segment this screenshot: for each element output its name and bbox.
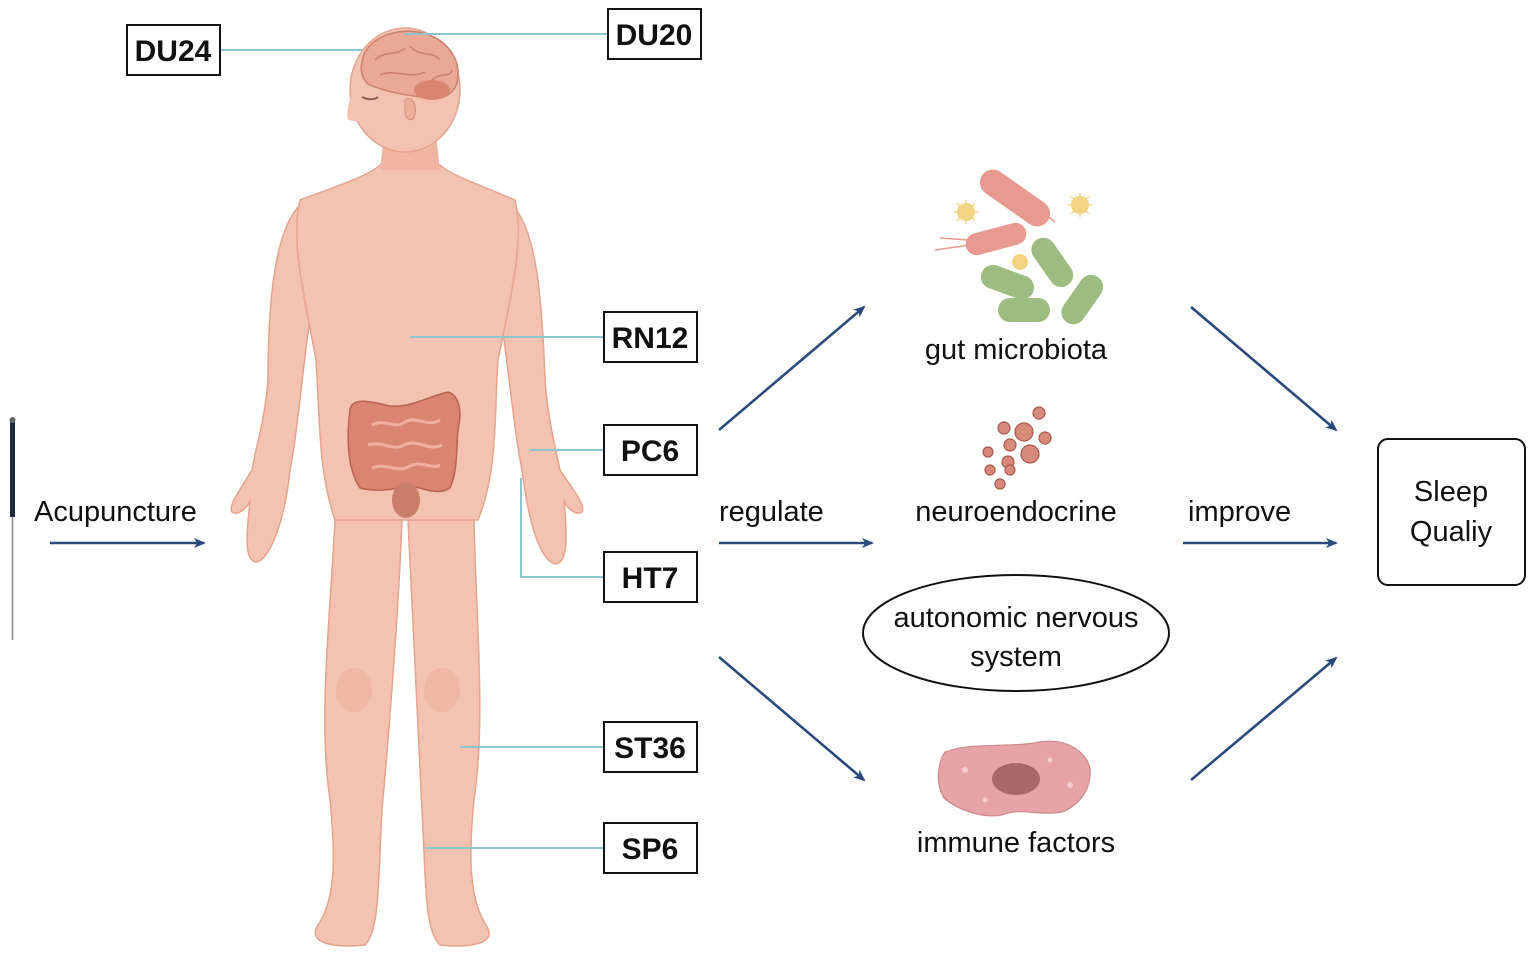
acupoint-du24: DU24 bbox=[126, 24, 221, 76]
acupoint-label: DU24 bbox=[135, 35, 212, 68]
neuroendocrine-label: neuroendocrine bbox=[915, 496, 1117, 528]
regulate-label: regulate bbox=[719, 496, 824, 528]
acupoint-label: DU20 bbox=[616, 19, 693, 52]
acupoint-rn12: RN12 bbox=[603, 311, 698, 363]
acupoint-du20: DU20 bbox=[607, 8, 702, 60]
regulate-arrow-down bbox=[718, 656, 866, 782]
improve-label: improve bbox=[1188, 496, 1291, 528]
acupoint-label: HT7 bbox=[622, 562, 679, 595]
acupuncture-label: Acupuncture bbox=[34, 496, 197, 528]
regulate-arrow-up bbox=[718, 305, 866, 431]
acupoint-label: SP6 bbox=[622, 833, 679, 866]
autonomic-nervous-system-node: autonomic nervous system bbox=[862, 574, 1170, 692]
hormone-particles-icon bbox=[982, 406, 1052, 490]
acupoint-label: ST36 bbox=[614, 732, 686, 765]
immune-factors-label: immune factors bbox=[917, 827, 1115, 859]
acupoint-pc6: PC6 bbox=[603, 424, 698, 476]
bacteria-icon bbox=[934, 169, 1104, 325]
sleep-quality-outcome-box: Sleep Qualiy bbox=[1377, 438, 1526, 586]
ht7-leader-line bbox=[520, 478, 604, 578]
autonomic-label-line1: autonomic nervous bbox=[893, 602, 1138, 634]
human-body-icon bbox=[230, 27, 584, 947]
acupoint-label: RN12 bbox=[612, 322, 689, 355]
outcome-label-line2: Qualiy bbox=[1410, 516, 1493, 548]
acupuncture-needle-icon bbox=[9, 417, 16, 640]
immune-cell-icon bbox=[937, 740, 1091, 817]
acupoint-st36: ST36 bbox=[603, 721, 698, 773]
acupoint-label: PC6 bbox=[621, 435, 679, 468]
acupoint-sp6: SP6 bbox=[603, 822, 698, 874]
gut-microbiota-label: gut microbiota bbox=[925, 334, 1108, 366]
improve-arrow-down bbox=[1190, 656, 1338, 781]
acupoint-ht7: HT7 bbox=[603, 551, 698, 603]
outcome-label-line1: Sleep bbox=[1414, 476, 1488, 508]
autonomic-label-line2: system bbox=[970, 641, 1062, 673]
improve-arrow-up bbox=[1190, 306, 1338, 432]
